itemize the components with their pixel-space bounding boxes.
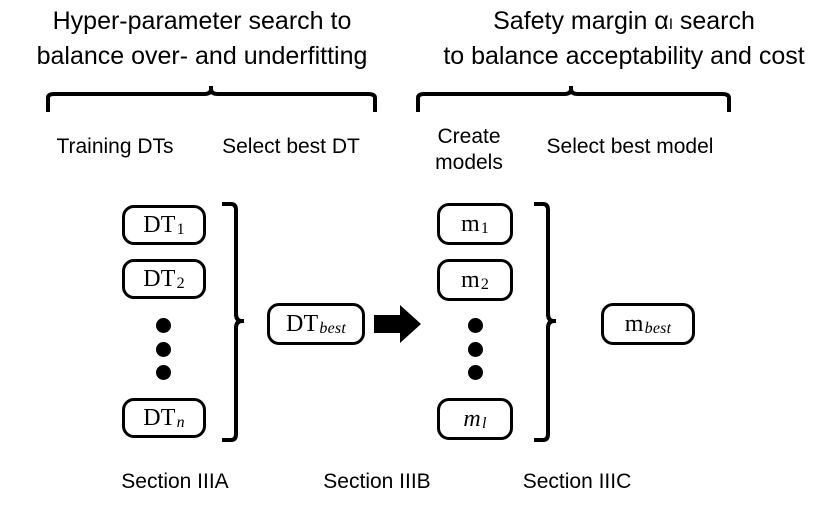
ellipsis-dot (155, 365, 171, 380)
node-dt2-subscript: 2 (176, 275, 185, 292)
section-label-iiic: Section IIIC (522, 470, 632, 493)
ellipsis-dot (467, 365, 483, 380)
node-dt1-subscript: 1 (176, 221, 185, 238)
ellipsis-dot (467, 341, 483, 357)
top-brace-right (412, 86, 738, 112)
flow-arrow-icon (373, 302, 423, 346)
ellipsis-m-column (467, 318, 483, 380)
node-dtn-subscript: n (176, 414, 185, 431)
ellipsis-dot (467, 318, 483, 333)
node-m-best-base: m (624, 310, 644, 337)
section-label-iiib: Section IIIB (323, 470, 431, 493)
node-ml-subscript: l (481, 415, 487, 432)
node-dt2-base: DT (143, 265, 176, 292)
ellipsis-dot (155, 318, 171, 333)
caption-create-models: Create models (435, 125, 503, 174)
heading-left: Hyper-parameter search to balance over- … (36, 7, 368, 70)
node-dt1-base: DT (143, 211, 176, 238)
ellipsis-dt-column (155, 318, 171, 380)
node-dt-best-base: DT (286, 310, 319, 337)
section-label-iiia: Section IIIA (121, 470, 229, 493)
top-brace-left (40, 86, 390, 112)
node-m-best-subscript: best (644, 320, 672, 337)
heading-right: Safety margin αₗ search to balance accep… (443, 7, 805, 70)
ellipsis-dot (155, 341, 171, 357)
node-ml-base: m (463, 405, 481, 432)
node-dtn-base: DT (143, 404, 176, 431)
group-brace-dt (220, 202, 244, 442)
node-m1-subscript: 1 (480, 220, 490, 237)
caption-training-dts: Training DTs (56, 135, 174, 158)
node-m2-base: m (460, 266, 480, 293)
node-m2-subscript: 2 (480, 276, 490, 293)
node-m1-base: m (460, 210, 480, 237)
group-brace-m (532, 202, 556, 442)
caption-select-best-dt: Select best DT (222, 135, 360, 158)
node-dt-best-subscript: best (319, 320, 346, 337)
caption-select-best-model: Select best model (546, 135, 714, 158)
